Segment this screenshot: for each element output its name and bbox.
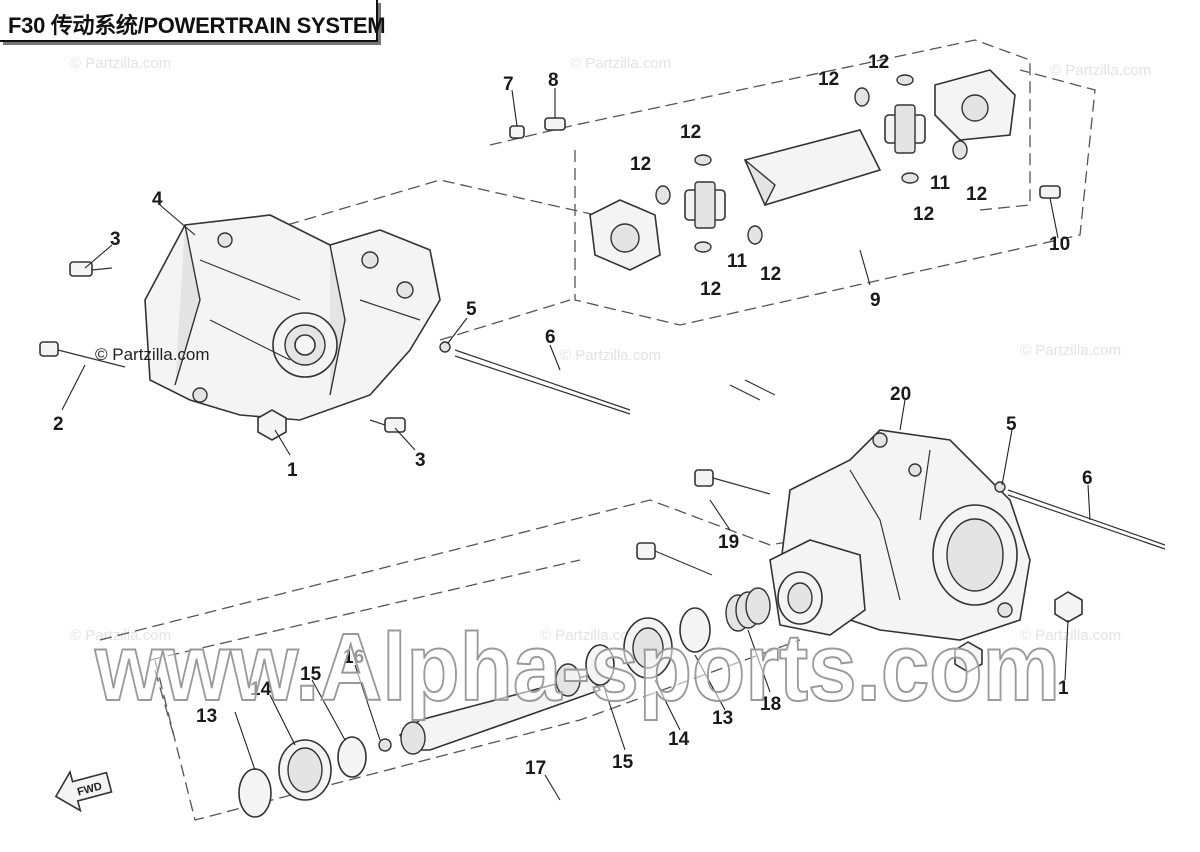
leader-lines bbox=[61, 88, 1091, 801]
break-line bbox=[744, 379, 776, 396]
callout-12: 12 bbox=[913, 204, 934, 225]
callout-15: 15 bbox=[300, 664, 322, 685]
front-diff-outline bbox=[269, 179, 641, 231]
callout-12: 12 bbox=[700, 279, 721, 300]
callout-4: 4 bbox=[152, 189, 163, 210]
output-shaft-parts bbox=[238, 587, 771, 818]
callout-11: 11 bbox=[930, 173, 951, 194]
title-box: F30 传动系统/POWERTRAIN SYSTEM bbox=[0, 0, 386, 42]
callout-3: 3 bbox=[415, 450, 426, 471]
callout-15: 15 bbox=[612, 752, 634, 773]
front-differential bbox=[144, 214, 441, 421]
callout-11: 11 bbox=[727, 251, 748, 272]
callout-9: 9 bbox=[870, 290, 881, 311]
partzilla-watermark: © Partzilla.com bbox=[570, 55, 671, 72]
callout-2: 2 bbox=[53, 414, 64, 435]
callout-10: 10 bbox=[1049, 234, 1070, 255]
driveshaft-assembly bbox=[509, 69, 1061, 271]
callout-12: 12 bbox=[630, 154, 651, 175]
partzilla-watermark: © Partzilla.com bbox=[1050, 62, 1151, 79]
partzilla-watermark: © Partzilla.com bbox=[540, 627, 641, 644]
callout-5: 5 bbox=[1006, 414, 1017, 435]
callout-5: 5 bbox=[466, 299, 477, 320]
callout-12: 12 bbox=[760, 264, 781, 285]
partzilla-watermark: © Partzilla.com bbox=[560, 347, 661, 364]
callout-18: 18 bbox=[760, 694, 781, 715]
callout-13: 13 bbox=[712, 708, 733, 729]
callout-16: 16 bbox=[343, 647, 364, 668]
callout-14: 14 bbox=[250, 679, 272, 700]
callout-12: 12 bbox=[868, 52, 889, 73]
callout-7: 7 bbox=[503, 74, 514, 95]
callout-8: 8 bbox=[548, 70, 559, 91]
shaft-group-outline bbox=[154, 669, 176, 741]
partzilla-watermark: © Partzilla.com bbox=[1020, 627, 1121, 644]
partzilla-watermark: © Partzilla.com bbox=[1020, 342, 1121, 359]
callout-6: 6 bbox=[1082, 468, 1093, 489]
callout-12: 12 bbox=[966, 184, 987, 205]
partzilla-watermark: © Partzilla.com bbox=[70, 627, 171, 644]
callout-6: 6 bbox=[545, 327, 556, 348]
rear-diff-outline bbox=[149, 559, 581, 661]
front-fasteners bbox=[39, 261, 631, 441]
alpha-sports-watermark: www.Alpha-sports.com bbox=[94, 614, 1060, 721]
callout-12: 12 bbox=[818, 69, 839, 90]
callout-1: 1 bbox=[287, 460, 298, 481]
front-diff-outline bbox=[439, 299, 571, 341]
forward-direction-arrow: FWD bbox=[54, 769, 113, 813]
callout-13: 13 bbox=[196, 706, 217, 727]
partzilla-watermark-dark: © Partzilla.com bbox=[95, 345, 210, 364]
callout-17: 17 bbox=[525, 758, 546, 779]
callout-numbers: 1 1 2 3 3 4 5 5 6 6 7 8 9 10 11 11 12 12… bbox=[53, 52, 1093, 779]
partzilla-watermark: © Partzilla.com bbox=[70, 55, 171, 72]
diagram-title: F30 传动系统/POWERTRAIN SYSTEM bbox=[8, 13, 386, 38]
break-line bbox=[729, 384, 761, 401]
rear-fasteners bbox=[636, 469, 1166, 673]
callout-1: 1 bbox=[1058, 678, 1069, 699]
partzilla-watermarks: © Partzilla.com © Partzilla.com © Partzi… bbox=[70, 55, 1151, 644]
rear-differential bbox=[769, 429, 1031, 641]
callout-3: 3 bbox=[110, 229, 121, 250]
callout-12: 12 bbox=[680, 122, 701, 143]
callout-14: 14 bbox=[668, 729, 690, 750]
callout-19: 19 bbox=[718, 532, 739, 553]
callout-20: 20 bbox=[890, 384, 911, 405]
